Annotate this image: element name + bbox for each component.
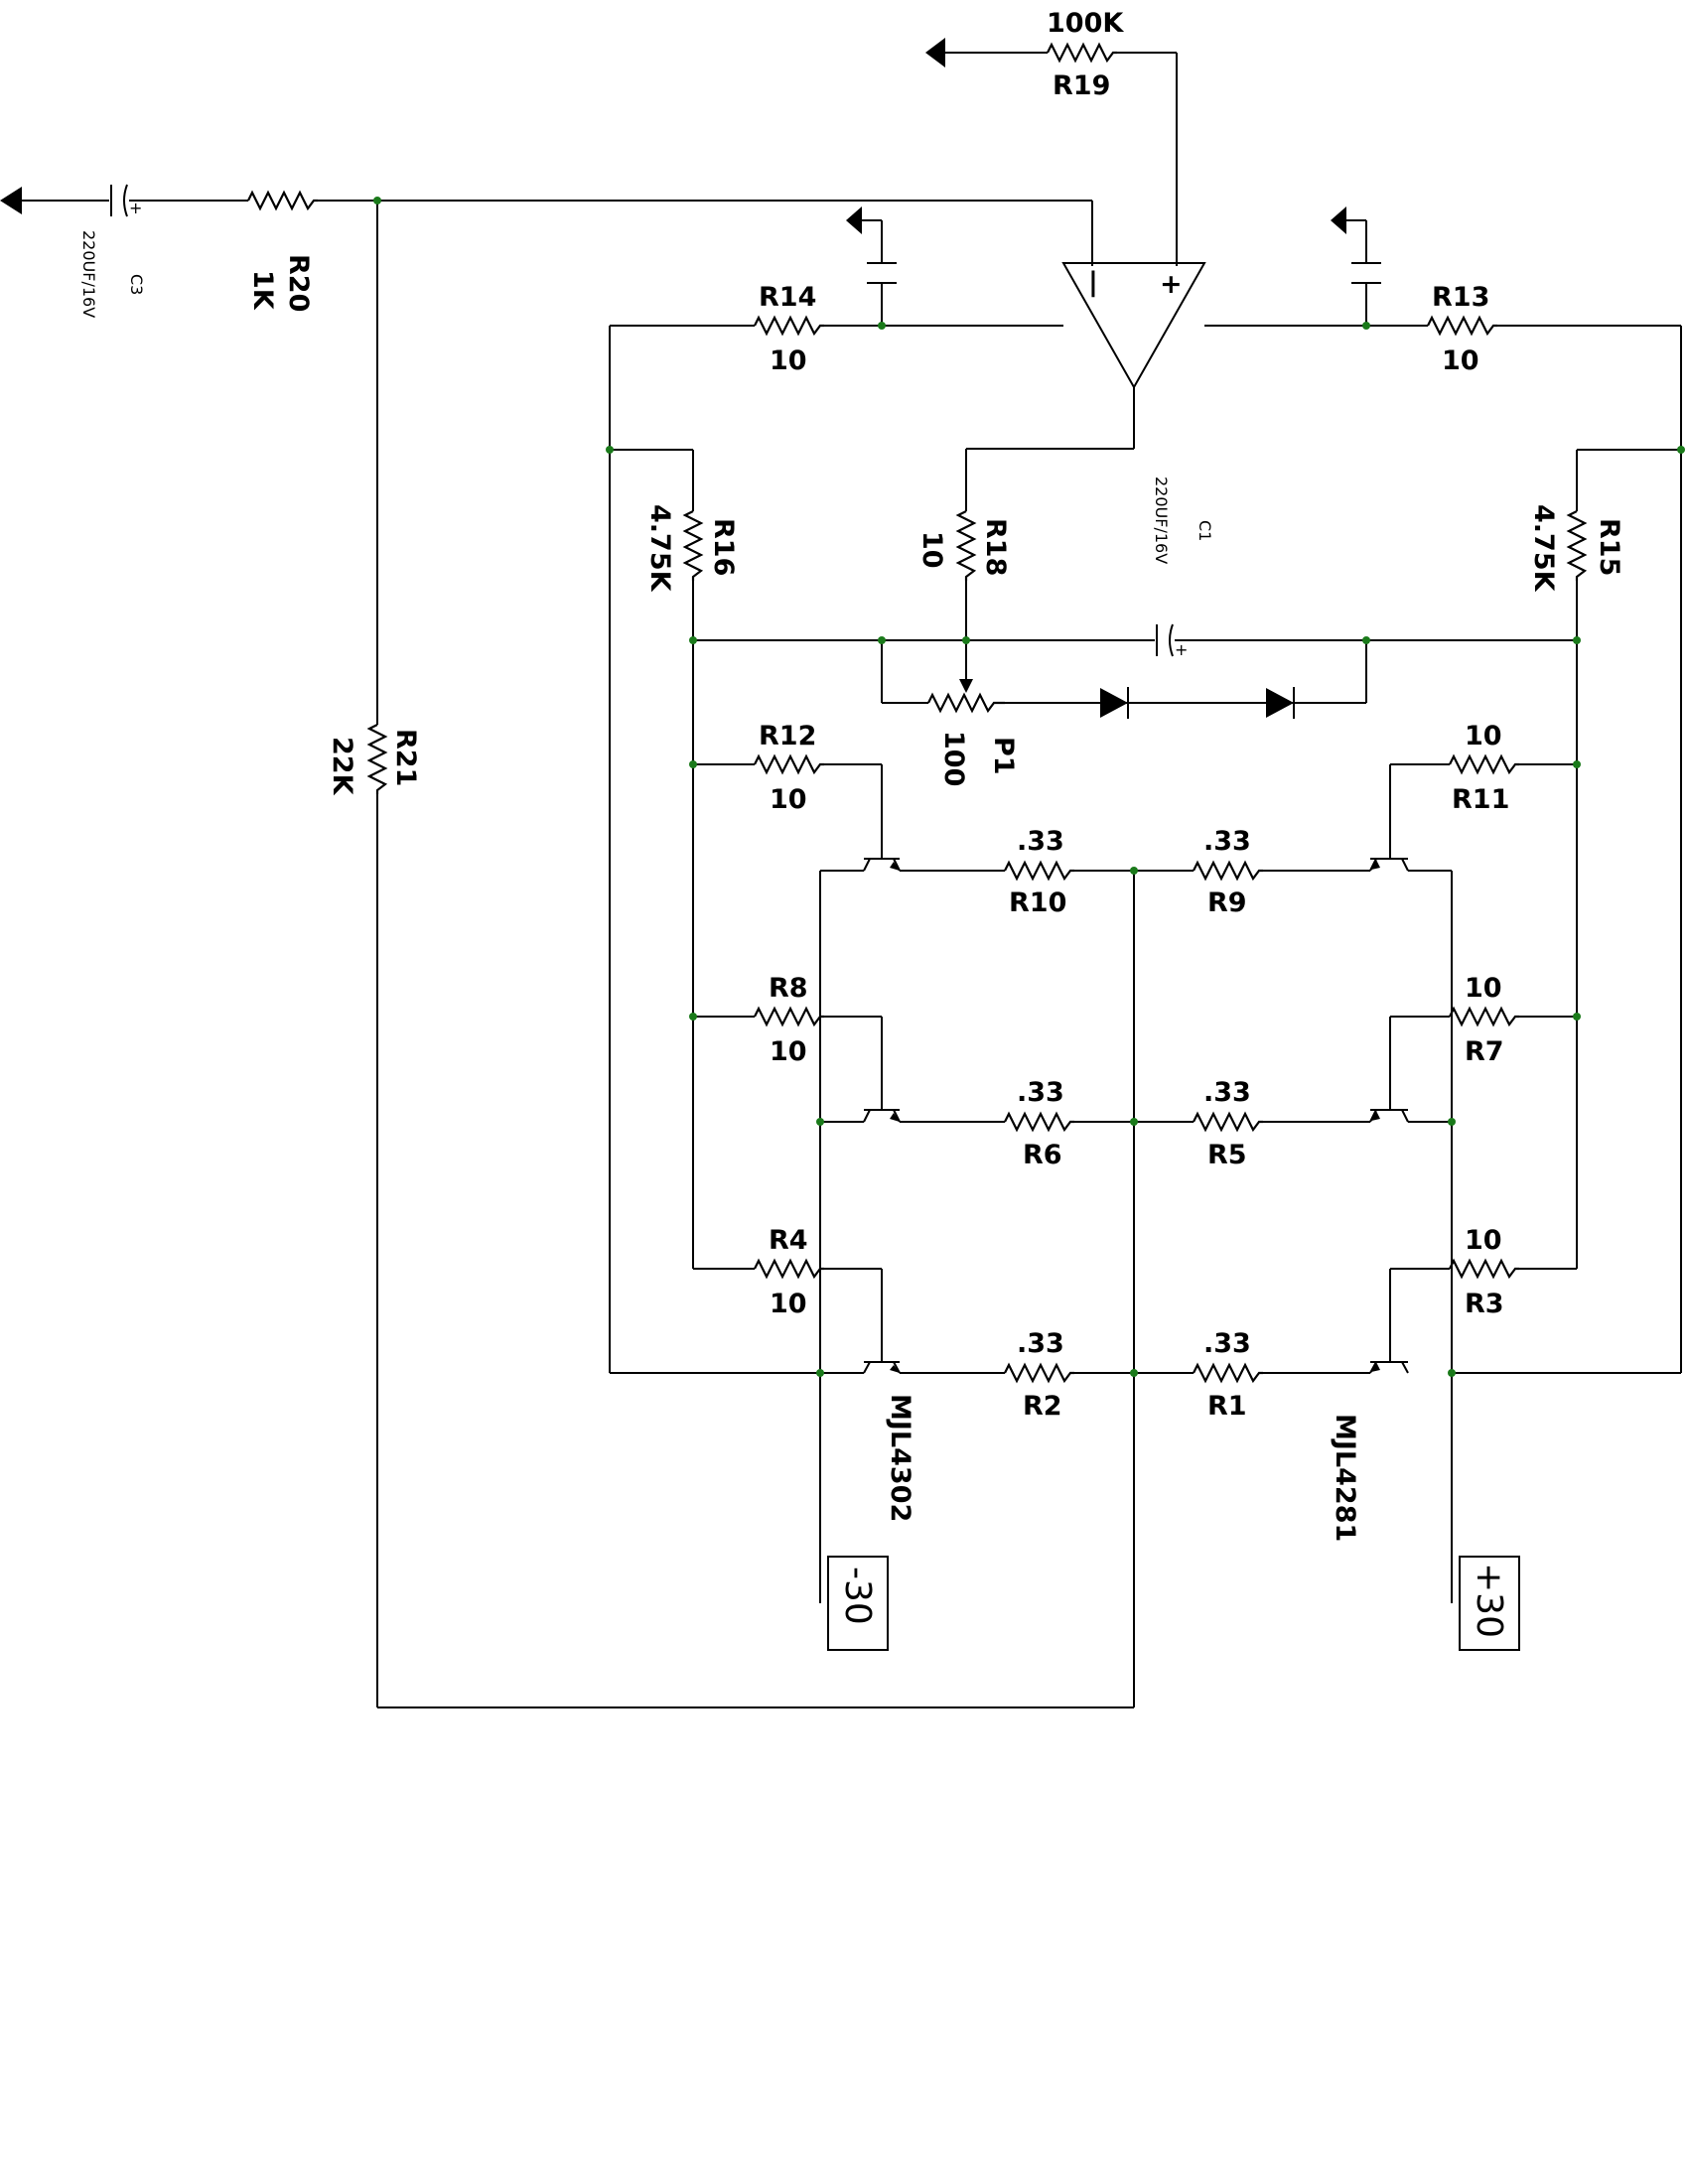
r8-ref: R8 <box>769 973 808 1004</box>
r13-value: 10 <box>1442 345 1479 376</box>
r3-ref: R3 <box>1465 1289 1504 1319</box>
pos-supply-label: +30 <box>1469 1563 1509 1638</box>
supply-boxes: -30 +30 <box>827 1556 1520 1651</box>
c3-value: 220UF/16V <box>79 230 98 318</box>
r4-ref: R4 <box>769 1225 808 1256</box>
opamp: | + <box>1061 262 1206 390</box>
svg-text:+: + <box>1175 640 1188 659</box>
r19-ref: R19 <box>1053 70 1110 101</box>
r12-value: 10 <box>770 784 807 815</box>
r21-ref: R21 <box>390 729 421 786</box>
r2-value: .33 <box>1017 1328 1064 1359</box>
r19-value: 100K <box>1047 8 1124 39</box>
r7-value: 10 <box>1465 973 1502 1004</box>
r18-value: 10 <box>916 531 947 569</box>
opamp-inv-label: | <box>1088 267 1098 298</box>
r14-value: 10 <box>770 345 807 376</box>
r9-ref: R9 <box>1207 887 1247 918</box>
r21-value: 22K <box>327 737 357 796</box>
r9-value: .33 <box>1203 826 1251 857</box>
r10-value: .33 <box>1017 826 1064 857</box>
pnp-part-label: MJL4302 <box>885 1394 915 1522</box>
p1-ref: P1 <box>988 737 1019 775</box>
p1-value: 100 <box>938 731 969 786</box>
r18-ref: R18 <box>980 518 1011 576</box>
transistors <box>863 858 1409 1374</box>
junction-dots <box>373 197 1685 1377</box>
resistor-zigzags <box>247 42 1588 1384</box>
r3-value: 10 <box>1465 1225 1502 1256</box>
r8-value: 10 <box>770 1036 807 1067</box>
port-arrows <box>0 38 1367 263</box>
neg-supply-label: -30 <box>837 1567 878 1625</box>
r5-ref: R5 <box>1207 1140 1247 1170</box>
diodes <box>1100 687 1295 719</box>
r6-ref: R6 <box>1023 1140 1062 1170</box>
svg-text:+: + <box>129 199 142 217</box>
opamp-noninv-label: + <box>1160 269 1183 300</box>
r1-ref: R1 <box>1207 1391 1247 1422</box>
r7-ref: R7 <box>1465 1036 1504 1067</box>
r6-value: .33 <box>1017 1077 1064 1108</box>
component-labels: 100K R19 R20 1K C3 220UF/16V R14 10 R13 … <box>79 8 1624 1542</box>
r15-ref: R15 <box>1594 518 1624 576</box>
r4-value: 10 <box>770 1289 807 1319</box>
c1-ref: C1 <box>1196 520 1214 541</box>
r15-value: 4.75K <box>1528 504 1559 593</box>
c3-ref: C3 <box>127 274 146 295</box>
r5-value: .33 <box>1203 1077 1251 1108</box>
r11-value: 10 <box>1465 721 1502 751</box>
r16-value: 4.75K <box>644 504 675 593</box>
c1-value: 220UF/16V <box>1152 477 1171 564</box>
npn-part-label: MJL4281 <box>1330 1414 1360 1542</box>
r12-ref: R12 <box>759 721 816 751</box>
r16-ref: R16 <box>708 518 739 576</box>
r14-ref: R14 <box>759 282 816 313</box>
r2-ref: R2 <box>1023 1391 1062 1422</box>
r10-ref: R10 <box>1009 887 1066 918</box>
r20-value: 1K <box>247 270 278 311</box>
r20-ref: R20 <box>283 254 314 312</box>
r11-ref: R11 <box>1452 784 1509 815</box>
r1-value: .33 <box>1203 1328 1251 1359</box>
r13-ref: R13 <box>1432 282 1489 313</box>
